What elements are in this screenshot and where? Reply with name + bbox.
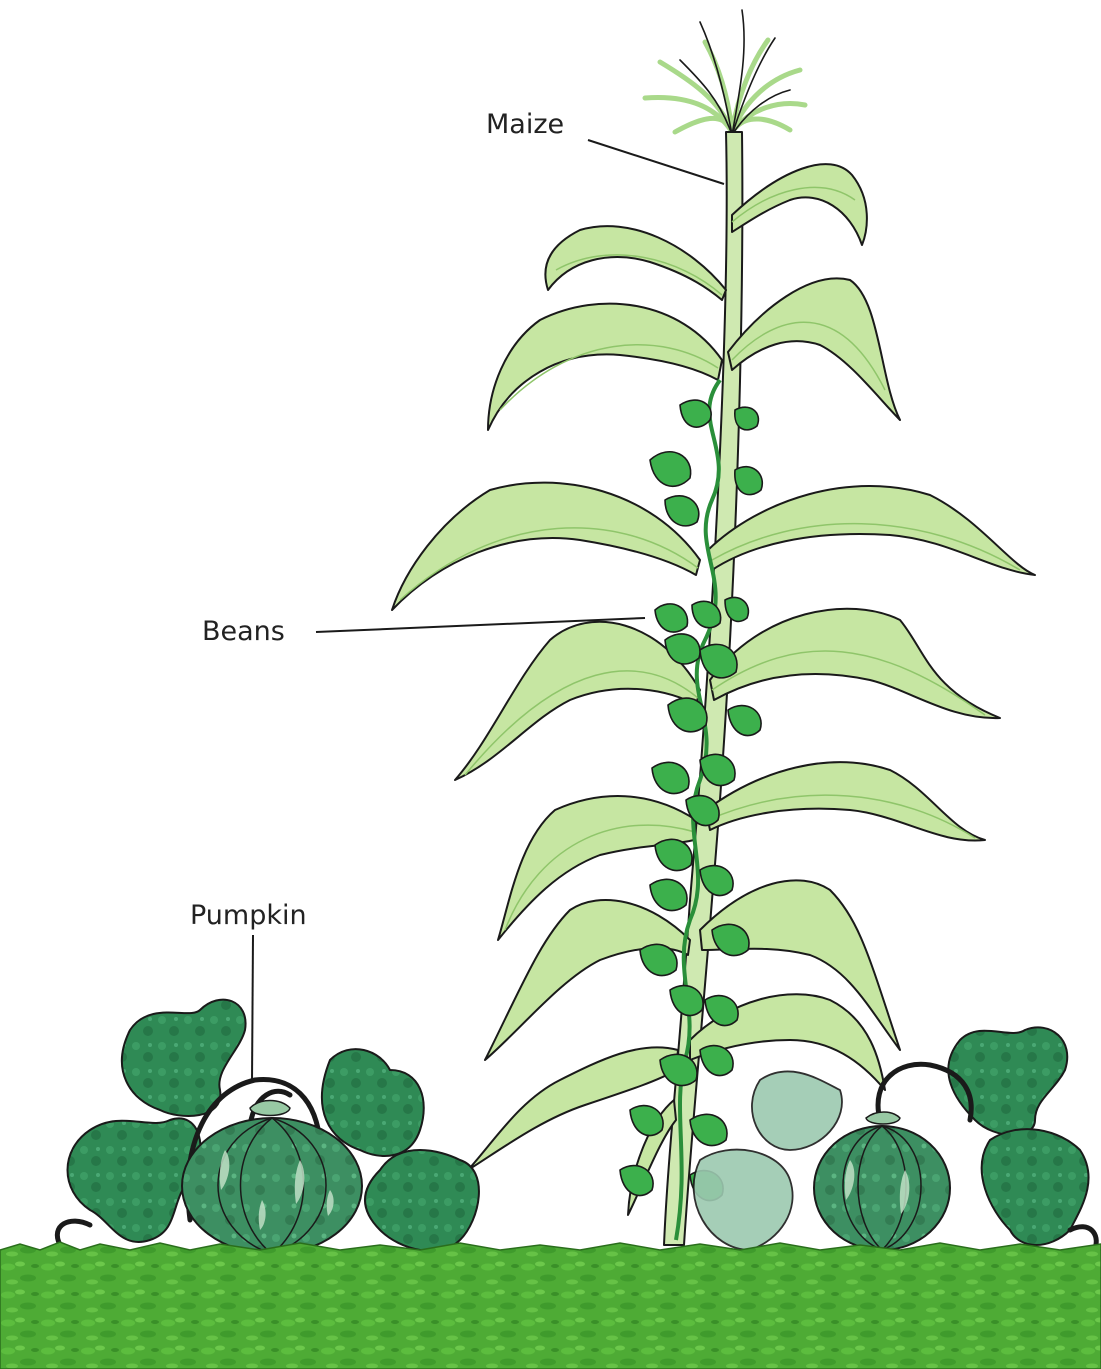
label-beans-text: Beans [202,616,285,647]
maize-tassel [645,10,805,135]
label-maize: Maize [486,109,724,184]
pumpkin-fruit-right [814,1112,950,1250]
pumpkin-plant-left [57,1000,479,1254]
ground [0,1242,1101,1369]
label-maize-leader [588,140,724,184]
label-pumpkin-leader [252,935,253,1082]
label-pumpkin-text: Pumpkin [190,900,307,931]
pumpkin-plant-right [694,1027,1097,1250]
label-maize-text: Maize [486,109,564,140]
